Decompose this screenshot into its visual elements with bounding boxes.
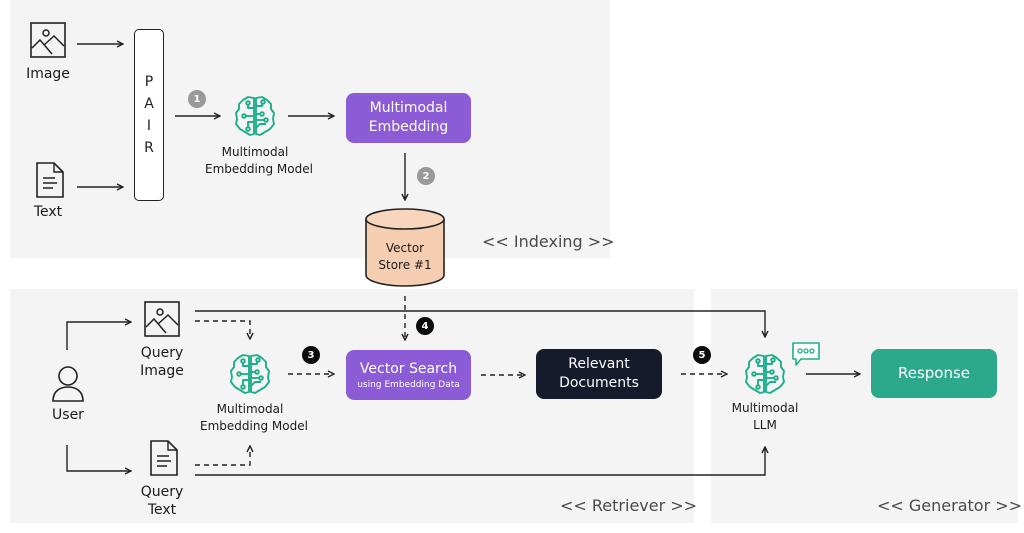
arrow-query-image-to-model xyxy=(195,320,250,339)
retriever-panel xyxy=(10,289,694,523)
step-4-badge: 4 xyxy=(416,317,434,335)
arrow-query-text-to-model xyxy=(195,446,250,466)
step-2-badge: 2 xyxy=(417,167,435,185)
response-label: Response xyxy=(897,364,971,382)
llm-label: Multimodal LLM xyxy=(715,400,815,434)
step-5-badge: 5 xyxy=(693,346,711,364)
query-image-icon xyxy=(144,301,180,337)
pair-letter-a: A xyxy=(144,96,154,112)
vector-search-box: Vector Search using Embedding Data xyxy=(346,350,471,400)
llm-brain-icon xyxy=(745,354,785,394)
multimodal-embedding-line1: Multimodal xyxy=(369,100,448,116)
response-box: Response xyxy=(871,349,997,398)
vector-store-label: Vector Store #1 xyxy=(366,240,444,274)
multimodal-embedding-line2: Embedding xyxy=(368,119,449,135)
arrow-user-to-query-text xyxy=(66,445,131,471)
vector-search-subtitle: using Embedding Data xyxy=(357,379,460,390)
pair-box: P A I R xyxy=(134,29,164,201)
user-label: User xyxy=(52,407,84,423)
arrow-user-to-query-image xyxy=(66,322,131,350)
relevant-documents-line2: Documents xyxy=(559,375,639,391)
user-icon xyxy=(52,366,84,402)
query-text-icon xyxy=(150,440,178,476)
step-1-badge: 1 xyxy=(188,90,206,108)
generator-panel xyxy=(711,289,1018,523)
chat-bubble-icon xyxy=(792,342,820,366)
relevant-documents-line1: Relevant xyxy=(568,356,630,372)
indexing-panel xyxy=(10,0,610,258)
query-image-line2: Image xyxy=(140,363,184,379)
query-text-label: Query Text xyxy=(132,483,192,519)
vector-store-line1: Vector xyxy=(385,241,425,255)
image-icon xyxy=(30,22,66,58)
query-text-line2: Text xyxy=(147,502,177,518)
query-text-line1: Query xyxy=(140,484,184,500)
text-label: Text xyxy=(33,204,63,220)
step-3-badge: 3 xyxy=(302,346,320,364)
retriever-embedding-model-label: Multimodal Embedding Model xyxy=(200,401,308,435)
indexing-panel-label: << Indexing >> xyxy=(482,232,615,251)
vector-store-icon xyxy=(365,208,445,287)
embedding-model-label: Multimodal Embedding Model xyxy=(205,144,313,178)
arrow-query-image-to-llm xyxy=(195,310,765,337)
llm-label-line1: Multimodal xyxy=(731,401,799,415)
image-label: Image xyxy=(26,66,70,82)
generator-panel-label: << Generator >> xyxy=(877,496,1023,515)
pair-letter-p: P xyxy=(144,74,154,90)
multimodal-embedding-box: Multimodal Embedding xyxy=(346,93,471,143)
brain-icon xyxy=(235,96,275,136)
vector-search-title: Vector Search xyxy=(359,360,458,377)
pair-letter-r: R xyxy=(144,140,154,156)
vector-store-line2: Store #1 xyxy=(378,258,432,272)
query-image-label: Query Image xyxy=(132,344,192,380)
query-image-line1: Query xyxy=(140,345,184,361)
retriever-embedding-model-line2: Embedding Model xyxy=(200,419,308,433)
retriever-panel-label: << Retriever >> xyxy=(560,496,698,515)
text-document-icon xyxy=(36,162,64,198)
arrow-query-text-to-llm xyxy=(195,447,765,476)
embedding-model-label-line1: Multimodal xyxy=(221,145,289,159)
brain-icon xyxy=(230,354,270,394)
embedding-model-label-line2: Embedding Model xyxy=(205,162,313,176)
pair-letter-i: I xyxy=(146,118,152,134)
llm-label-line2: LLM xyxy=(753,418,777,432)
relevant-documents-box: Relevant Documents xyxy=(536,349,662,399)
retriever-embedding-model-line1: Multimodal xyxy=(216,402,284,416)
